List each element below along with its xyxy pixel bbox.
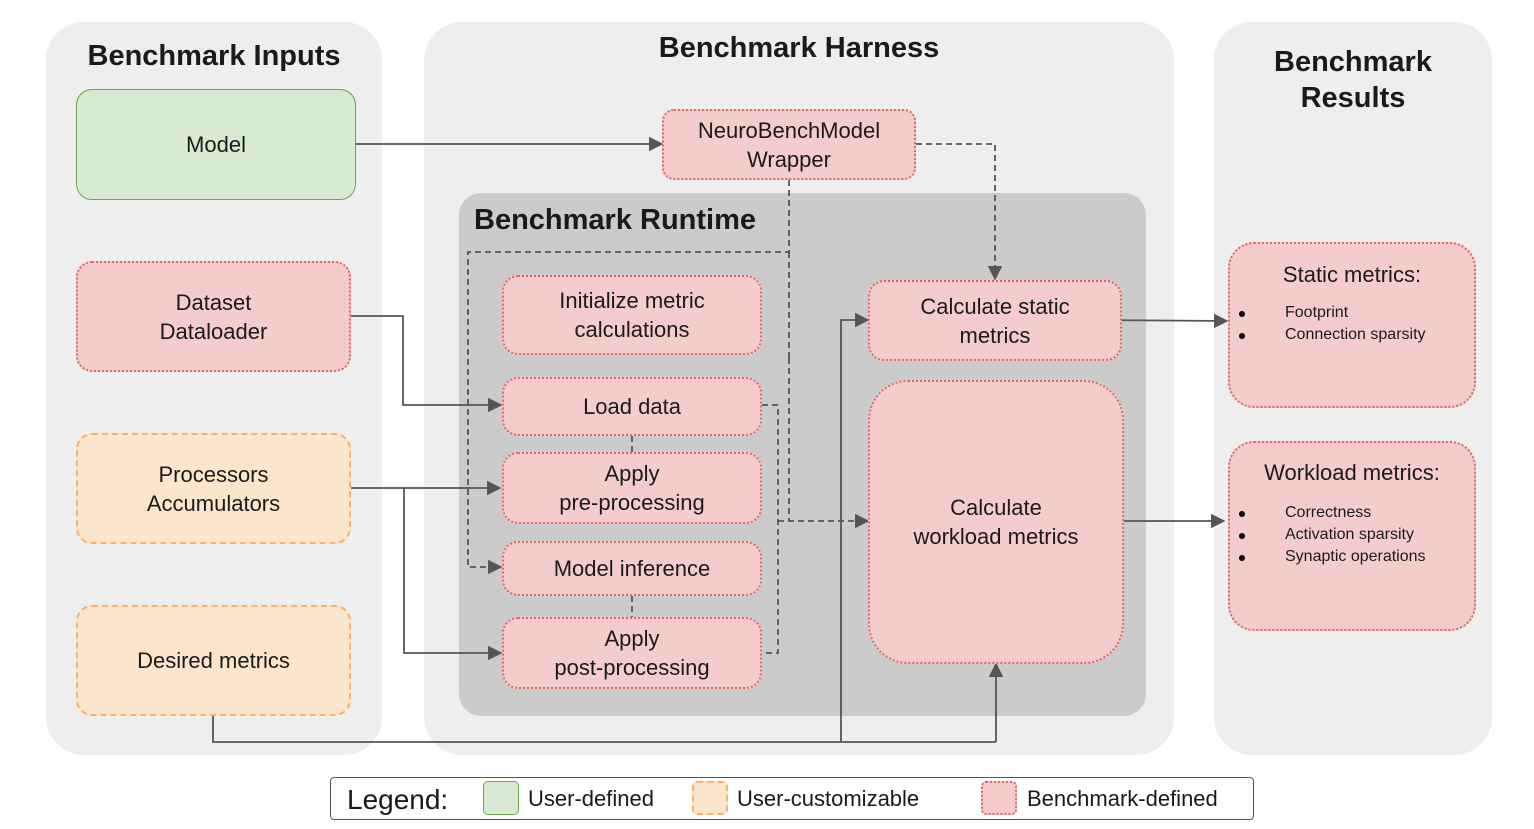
list-item: Correctness: [1230, 502, 1474, 524]
static-results-box: Static metrics: Footprint Connection spa…: [1228, 242, 1476, 408]
model-box: Model: [76, 89, 356, 200]
user-customizable-swatch: [692, 781, 728, 815]
pre-processing-step: Apply pre-processing: [502, 452, 762, 524]
benchmark-defined-swatch: [981, 781, 1017, 815]
static-calc-box: Calculate static metrics: [868, 280, 1122, 361]
user-customizable-label: User-customizable: [737, 786, 920, 811]
legend-title: Legend:: [347, 784, 449, 815]
dataset-box: Dataset Dataloader: [76, 261, 351, 372]
workload-results-list: Correctness Activation sparsity Synaptic…: [1230, 502, 1474, 568]
user-defined-swatch: [483, 781, 519, 815]
list-item: Connection sparsity: [1230, 324, 1474, 346]
model-inference-step: Model inference: [502, 541, 762, 596]
processors-box: Processors Accumulators: [76, 433, 351, 544]
workload-calc-box: Calculate workload metrics: [868, 380, 1124, 664]
results-title: Benchmark Results: [1274, 46, 1432, 114]
static-results-title: Static metrics:: [1282, 262, 1422, 287]
list-item: Activation sparsity: [1230, 524, 1474, 546]
list-item: Synaptic operations: [1230, 546, 1474, 568]
user-defined-label: User-defined: [528, 786, 654, 811]
list-item: Footprint: [1230, 302, 1474, 324]
workload-results-box: Workload metrics: Correctness Activation…: [1228, 441, 1476, 631]
static-results-list: Footprint Connection sparsity: [1230, 302, 1474, 346]
init-metric-step: Initialize metric calculations: [502, 275, 762, 355]
post-processing-step: Apply post-processing: [502, 617, 762, 689]
legend: Legend: User-defined User-customizable B…: [330, 777, 1254, 820]
harness-title: Benchmark Harness: [658, 32, 940, 64]
wrapper-box: NeuroBenchModel Wrapper: [662, 109, 916, 180]
benchmark-defined-label: Benchmark-defined: [1027, 786, 1218, 811]
load-data-step: Load data: [502, 377, 762, 436]
inputs-title: Benchmark Inputs: [87, 40, 341, 72]
desired-metrics-box: Desired metrics: [76, 605, 351, 716]
runtime-title: Benchmark Runtime: [474, 204, 757, 236]
workload-results-title: Workload metrics:: [1264, 460, 1440, 485]
